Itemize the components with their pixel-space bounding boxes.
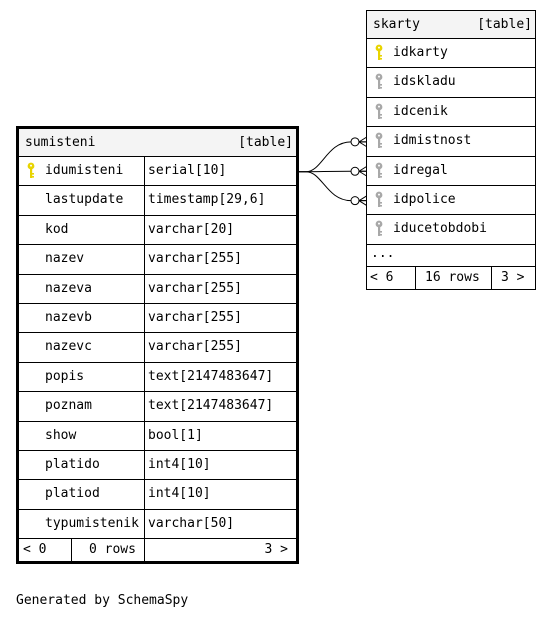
column-name: idumisteni	[45, 163, 124, 178]
column-name: idregal	[393, 162, 448, 178]
skarty-table[interactable]: skarty [table] idkarty idskladu idcenik idm…	[366, 10, 536, 290]
column-name: nazevb	[45, 309, 92, 325]
generated-by-credit: Generated by SchemaSpy	[16, 593, 189, 608]
column-row-nazevb[interactable]: nazevb varchar[255]	[19, 303, 296, 334]
column-type: text[2147483647]	[148, 398, 274, 414]
skarty-parents-link[interactable]: < 6	[370, 269, 394, 285]
column-type: varchar[50]	[148, 515, 235, 531]
column-row-typumistenik[interactable]: typumistenik varchar[50]	[19, 509, 296, 540]
column-row-idpolice[interactable]: idpolice	[367, 186, 535, 216]
column-name: popis	[45, 368, 85, 384]
column-name: platido	[45, 456, 100, 472]
column-name: idpolice	[393, 191, 456, 207]
column-row-lastupdate[interactable]: lastupdate timestamp[29,6]	[19, 186, 296, 216]
ellipsis-text: ...	[371, 245, 395, 261]
column-row-nazev[interactable]: nazev varchar[255]	[19, 245, 296, 275]
column-name: nazevc	[45, 339, 92, 355]
column-name: idmistnost	[393, 133, 472, 149]
sumisteni-table-name: sumisteni	[25, 135, 96, 150]
column-name: show	[45, 427, 77, 443]
column-row-platiod[interactable]: platiod int4[10]	[19, 480, 296, 510]
foreign-key-icon	[374, 191, 384, 209]
column-row-iducetobdobi[interactable]: iducetobdobi	[367, 215, 535, 245]
column-name: nazeva	[45, 280, 92, 296]
column-name: poznam	[45, 398, 92, 414]
skarty-table-kind: [table]	[477, 17, 532, 32]
skarty-children-link[interactable]: 3 >	[501, 269, 525, 285]
skarty-table-name: skarty	[373, 17, 420, 32]
column-type: bool[1]	[148, 427, 203, 443]
sumisteni-footer: < 0 0 rows 3 >	[19, 539, 296, 562]
column-name: kod	[45, 221, 69, 237]
sumisteni-table[interactable]: sumisteni [table] idumisteni serial[10] la…	[16, 126, 299, 565]
column-name: platiod	[45, 486, 100, 502]
column-type: varchar[255]	[148, 280, 242, 296]
column-name: typumistenik	[45, 515, 139, 531]
column-row-idkarty[interactable]: idkarty	[367, 39, 535, 69]
skarty-row-count: 16 rows	[425, 269, 480, 285]
column-name: nazev	[45, 251, 85, 267]
column-type: varchar[255]	[148, 251, 242, 267]
column-row-idmistnost[interactable]: idmistnost	[367, 127, 535, 157]
primary-key-icon	[26, 162, 36, 180]
foreign-key-icon	[374, 162, 384, 180]
column-row-idcenik[interactable]: idcenik	[367, 98, 535, 128]
column-type: timestamp[29,6]	[148, 192, 266, 208]
column-row-poznam[interactable]: poznam text[2147483647]	[19, 392, 296, 422]
foreign-key-icon	[374, 220, 384, 238]
column-name: idskladu	[393, 74, 456, 90]
column-type: int4[10]	[148, 456, 211, 472]
skarty-table-header[interactable]: skarty [table]	[367, 11, 535, 39]
sumisteni-table-kind: [table]	[238, 135, 293, 150]
column-type: int4[10]	[148, 486, 211, 502]
sumisteni-children-link[interactable]: 3 >	[264, 542, 288, 558]
sumisteni-parents-link[interactable]: < 0	[23, 542, 47, 558]
column-row-nazeva[interactable]: nazeva varchar[255]	[19, 274, 296, 304]
foreign-key-icon	[374, 73, 384, 91]
foreign-key-icon	[374, 132, 384, 150]
column-name: lastupdate	[45, 192, 124, 208]
column-row-idumisteni[interactable]: idumisteni serial[10]	[19, 157, 296, 187]
relationship-idregal	[296, 165, 368, 177]
sumisteni-table-header[interactable]: sumisteni [table]	[19, 129, 296, 157]
column-type: varchar[255]	[148, 339, 242, 355]
column-row-popis[interactable]: popis text[2147483647]	[19, 362, 296, 393]
column-name: idkarty	[393, 45, 448, 60]
column-row-nazevc[interactable]: nazevc varchar[255]	[19, 333, 296, 363]
column-row-kod[interactable]: kod varchar[20]	[19, 215, 296, 246]
sumisteni-row-count: 0 rows	[89, 542, 136, 558]
column-name: idcenik	[393, 103, 448, 119]
column-name: iducetobdobi	[393, 221, 487, 237]
column-type: serial[10]	[148, 163, 227, 178]
foreign-key-icon	[374, 103, 384, 121]
column-row-show[interactable]: show bool[1]	[19, 421, 296, 451]
column-type: varchar[20]	[148, 221, 235, 237]
relationship-idpolice	[296, 171, 368, 207]
skarty-more-columns: ...	[367, 245, 535, 267]
column-row-platido[interactable]: platido int4[10]	[19, 450, 296, 481]
column-row-idskladu[interactable]: idskladu	[367, 68, 535, 98]
column-row-idregal[interactable]: idregal	[367, 157, 535, 186]
primary-key-icon	[374, 44, 384, 62]
skarty-footer: < 6 16 rows 3 >	[367, 266, 535, 289]
column-type: varchar[255]	[148, 309, 242, 325]
relationship-idmistnost	[296, 136, 368, 173]
column-type: text[2147483647]	[148, 368, 274, 384]
